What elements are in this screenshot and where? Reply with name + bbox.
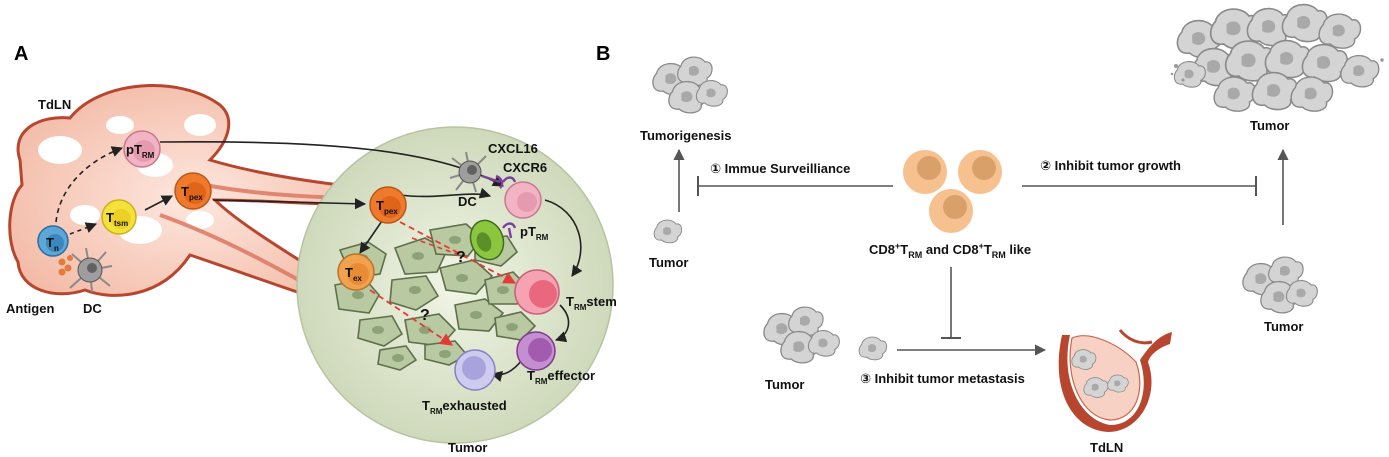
cxcr6-receptor: [502, 176, 517, 239]
cell-trm-stem-label: TRMstem: [566, 294, 617, 312]
tdln-node-b: [1058, 329, 1172, 432]
red-arrow-tex-to-exhausted: [369, 289, 454, 346]
arrow-ptrm-to-stem: [544, 199, 583, 277]
antigen-label: Antigen: [6, 301, 54, 316]
panel-a-letter: A: [14, 43, 28, 65]
cell-ptrm-tumor-label: pTRM: [520, 224, 549, 242]
dc-label-node: DC: [83, 301, 102, 316]
cell-tpex-tumor-label: Tpex: [376, 198, 398, 216]
cxcr6-label: CXCR6: [503, 160, 547, 175]
cxcl16-label: CXCL16: [488, 141, 538, 156]
tumor-right-bottom-label: Tumor: [1264, 319, 1303, 334]
antigen-dots: [58, 255, 73, 276]
cell-ptrm-tumor: [504, 181, 542, 219]
lymph-node-follicles: [38, 114, 216, 244]
arrow-tn-to-ptrm: [55, 146, 124, 223]
cell-trm-effector-label: TRMeffector: [527, 368, 595, 386]
arrow-ttsm-to-tpex: [144, 195, 173, 211]
cell-ttsm-label: Ttsm: [106, 210, 128, 228]
cell-ptrm-node-label: pTRM: [126, 142, 155, 160]
red-arrow-tpex-to-stem: [399, 221, 517, 284]
cell-trm-effector: [516, 331, 556, 371]
cell-ttsm: Ttsm: [101, 199, 137, 235]
tumor-cluster-tumorigenesis: [652, 56, 728, 114]
cell-tpex-node-label: Tpex: [181, 184, 203, 202]
arrow-stem-to-effector: [554, 304, 570, 343]
tumorigenesis-label: Tumorigenesis: [640, 128, 732, 143]
arrow-tpex-to-tumor: [212, 198, 367, 210]
dc-cell-node: [69, 247, 113, 293]
cell-tn-label: Tn: [46, 235, 59, 253]
question-mark-lower: ?: [420, 307, 430, 324]
tumor-single-bottom: [858, 336, 888, 361]
cd8-trm-cells: [903, 150, 1002, 233]
cell-tpex-tumor: Tpex: [369, 186, 407, 224]
mechanism-1: ① Immue Surveilliance: [710, 161, 850, 176]
cd8-trm-label: CD8+TRM and CD8+TRM like: [869, 241, 1031, 260]
arrow-tpex-to-tex: [359, 217, 385, 254]
cxcl16-ligand: [481, 174, 504, 189]
tumor-label-a: Tumor: [448, 440, 487, 455]
tdln-label-a: TdLN: [38, 97, 71, 112]
red-dash-extra: [411, 237, 469, 259]
panel-a: A TdLN: [6, 43, 617, 455]
tumor-cluster-right-bottom: [1242, 256, 1318, 314]
cell-trm-exhausted-label: TRMexhausted: [422, 398, 507, 416]
tumor-single-left: [653, 219, 683, 244]
dc-cell-tumor: [449, 151, 487, 193]
question-mark-upper: ?: [456, 249, 466, 266]
cell-tpex-node: Tpex: [174, 172, 212, 210]
mechanism-2: ② Inhibit tumor growth: [1040, 158, 1181, 173]
tumor-bottom-label: Tumor: [765, 377, 804, 392]
mechanism-3: ③ Inhibit tumor metastasis: [860, 371, 1025, 386]
cell-tn: Tn: [37, 225, 69, 257]
cell-ptrm-node: pTRM: [123, 130, 161, 168]
dc-label-tumor: DC: [458, 194, 477, 209]
arrow-tpex-to-ptrm: [399, 187, 492, 199]
tumor-left-label: Tumor: [649, 255, 688, 270]
panel-b-letter: B: [596, 43, 610, 65]
cell-tex-label: Tex: [345, 265, 362, 283]
cell-trm-exhausted: [454, 349, 496, 391]
tumor-right-top-label: Tumor: [1250, 118, 1289, 133]
panel-b: B Tumorigenesis Tumor ① Immue Surveillia…: [596, 3, 1384, 455]
tumor-cluster-bottom: [763, 306, 840, 364]
tdln-label-b: TdLN: [1090, 440, 1123, 455]
cell-trm-stem: [514, 269, 560, 315]
cell-tex: Tex: [337, 253, 375, 291]
tumor-cluster-large: [1170, 3, 1384, 112]
